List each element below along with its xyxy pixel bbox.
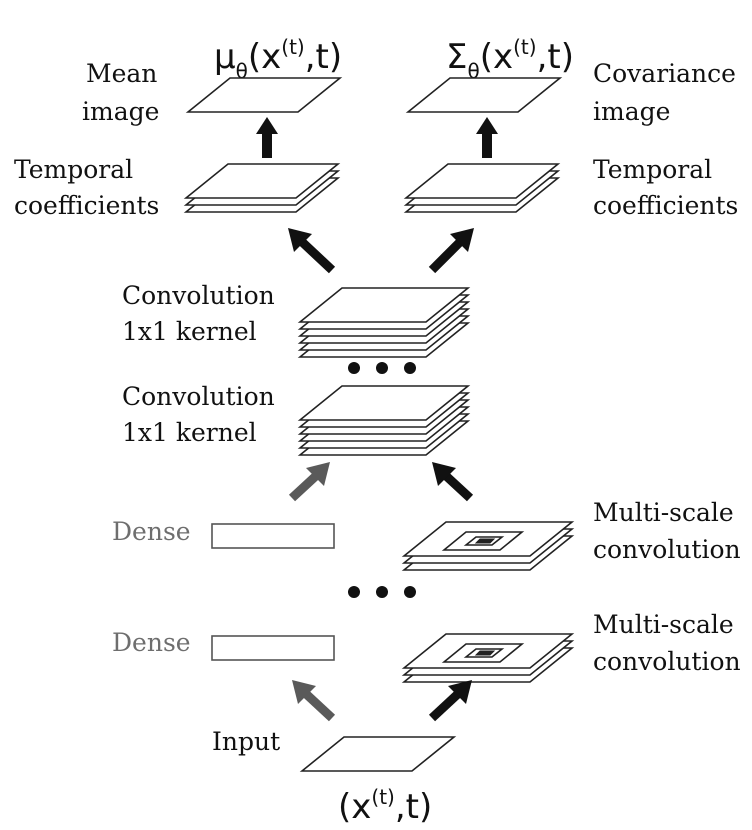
multiscale-upper-stack — [403, 521, 573, 571]
mean-image-label-line1: Mean — [86, 59, 157, 88]
multiscale-lower-label-line2: convolution — [593, 647, 741, 676]
conv-lower-label-line2: 1x1 kernel — [122, 418, 257, 447]
multiscale-upper-label-line2: convolution — [593, 535, 741, 564]
conv-lower-stack — [299, 385, 469, 456]
covariance-image-sheet — [407, 77, 561, 113]
mean-image-label-line2: image — [82, 97, 159, 126]
multiscale-lower-label-line1: Multi-scale — [593, 610, 734, 639]
dense-lower-box — [211, 635, 335, 661]
ellipsis-conv — [348, 362, 416, 374]
arrow-multiscale-to-conv — [432, 462, 474, 502]
arrow-dense-to-conv — [288, 462, 330, 502]
arrow-input-to-multiscale — [428, 680, 472, 722]
temporal-left-label-line2: coefficients — [14, 191, 159, 220]
dense-lower-label: Dense — [112, 628, 191, 657]
arrow-conv-to-temporal-left — [288, 228, 336, 274]
temporal-right-label-line1: Temporal — [593, 155, 712, 184]
temporal-right-label-line2: coefficients — [593, 191, 738, 220]
dense-upper-box — [211, 523, 335, 549]
conv-upper-stack — [299, 287, 469, 358]
ellipsis-dense — [348, 586, 416, 598]
arrow-mean-up — [256, 117, 278, 158]
arrow-conv-to-temporal-right — [428, 228, 474, 274]
multiscale-lower-stack — [403, 633, 573, 683]
covariance-image-label-line2: image — [593, 97, 670, 126]
arrow-covariance-up — [476, 117, 498, 158]
mean-image-sheet — [187, 77, 341, 113]
conv-upper-label-line1: Convolution — [122, 281, 275, 310]
dense-upper-label: Dense — [112, 517, 191, 546]
arrow-input-to-dense — [292, 680, 336, 722]
covariance-image-label-line1: Covariance — [593, 59, 736, 88]
multiscale-upper-label-line1: Multi-scale — [593, 498, 734, 527]
conv-upper-label-line2: 1x1 kernel — [122, 317, 257, 346]
temporal-left-label-line1: Temporal — [14, 155, 133, 184]
conv-lower-label-line1: Convolution — [122, 382, 275, 411]
input-formula: (x(t),t) — [338, 785, 432, 827]
temporal-left-stack — [185, 163, 339, 213]
input-label: Input — [212, 727, 280, 756]
covariance-formula: Σθ(x(t),t) — [446, 35, 574, 83]
mean-formula: μθ(x(t),t) — [214, 35, 342, 83]
temporal-right-stack — [405, 163, 559, 213]
input-sheet — [301, 736, 455, 772]
